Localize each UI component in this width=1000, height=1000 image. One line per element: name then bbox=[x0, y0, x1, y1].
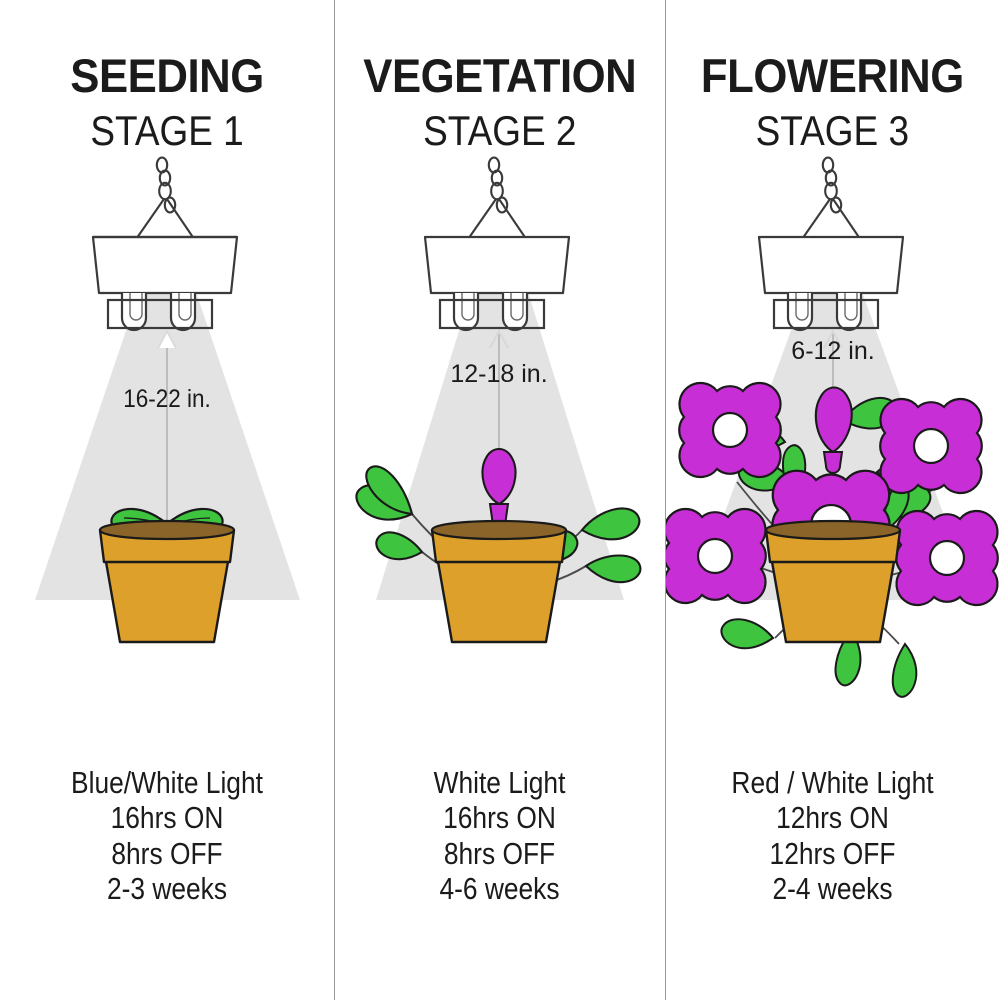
caption-line: 16hrs ON bbox=[110, 800, 224, 836]
pot-soil bbox=[764, 519, 902, 541]
caption-line: Blue/White Light bbox=[71, 765, 263, 800]
panel-header-flowering: FLOWERING STAGE 3 bbox=[691, 52, 974, 152]
stage-subtitle: STAGE 2 bbox=[422, 107, 577, 154]
leaf-icon bbox=[834, 628, 862, 687]
four-petal-flower-icon bbox=[678, 381, 782, 479]
flower-pot-icon bbox=[98, 519, 236, 644]
panel-caption-flowering: Red / White Light 12hrs ON 12hrs OFF 2-4… bbox=[665, 765, 1000, 906]
stage-subtitle: STAGE 1 bbox=[90, 107, 244, 154]
distance-label: 16-22 in. bbox=[123, 385, 211, 413]
flower-bud-icon bbox=[481, 447, 517, 506]
leaf-icon bbox=[365, 465, 414, 516]
stage-subtitle: STAGE 3 bbox=[755, 107, 910, 154]
stage-title: FLOWERING bbox=[701, 49, 964, 102]
caption-line: 8hrs OFF bbox=[111, 835, 223, 871]
flower-pot-icon bbox=[764, 519, 902, 644]
caption-line: 12hrs OFF bbox=[769, 835, 896, 871]
flower-bud-icon bbox=[814, 386, 853, 454]
leaf-icon bbox=[891, 642, 918, 698]
panel-divider bbox=[665, 0, 666, 1000]
leaf-icon bbox=[580, 507, 641, 541]
leaf-icon bbox=[375, 531, 424, 561]
leaf-icon bbox=[720, 618, 775, 650]
panel-header-vegetation: VEGETATION STAGE 2 bbox=[353, 52, 647, 152]
caption-line: White Light bbox=[433, 765, 566, 800]
four-petal-flower-icon bbox=[879, 397, 983, 495]
stage-panel-vegetation: VEGETATION STAGE 2 bbox=[334, 0, 665, 1000]
caption-line: 4-6 weeks bbox=[439, 870, 560, 906]
flower-center bbox=[912, 427, 950, 465]
stage-title: VEGETATION bbox=[362, 49, 636, 102]
flower-bud-base bbox=[822, 451, 844, 474]
caption-line: 2-4 weeks bbox=[772, 870, 893, 906]
grow-lamp-icon bbox=[757, 235, 905, 332]
grow-lamp-icon bbox=[423, 235, 571, 332]
stage-illustration-seeding: 16-22 in. bbox=[0, 152, 334, 772]
panel-divider bbox=[334, 0, 335, 1000]
four-petal-flower-icon bbox=[665, 507, 767, 605]
caption-line: Red / White Light bbox=[731, 765, 934, 800]
flower-center bbox=[928, 539, 966, 577]
caption-line: 2-3 weeks bbox=[106, 870, 228, 906]
four-petal-flower-icon bbox=[895, 509, 999, 607]
panel-caption-vegetation: White Light 16hrs ON 8hrs OFF 4-6 weeks bbox=[334, 765, 665, 906]
flower-center bbox=[696, 537, 734, 575]
panel-header-seeding: SEEDING STAGE 1 bbox=[63, 52, 271, 152]
pot-soil bbox=[98, 519, 236, 541]
caption-line: 8hrs OFF bbox=[443, 835, 556, 871]
grow-lamp-icon bbox=[91, 235, 239, 332]
distance-label: 6-12 in. bbox=[791, 337, 874, 365]
stage-title: SEEDING bbox=[70, 49, 264, 102]
stage-panel-flowering: FLOWERING STAGE 3 bbox=[665, 0, 1000, 1000]
caption-line: 16hrs ON bbox=[443, 800, 556, 836]
pot-soil bbox=[430, 519, 568, 541]
stage-panel-seeding: SEEDING STAGE 1 bbox=[0, 0, 334, 1000]
distance-label: 12-18 in. bbox=[450, 360, 547, 388]
panel-caption-seeding: Blue/White Light 16hrs ON 8hrs OFF 2-3 w… bbox=[0, 765, 334, 906]
leaf-icon bbox=[584, 554, 642, 584]
stage-illustration-vegetation: 12-18 in. bbox=[334, 152, 665, 772]
caption-line: 12hrs ON bbox=[776, 800, 889, 836]
flower-center bbox=[711, 411, 749, 449]
stage-illustration-flowering: 6-12 in. bbox=[665, 152, 1000, 772]
distance-arrow-icon bbox=[156, 328, 178, 538]
flower-pot-icon bbox=[430, 519, 568, 644]
